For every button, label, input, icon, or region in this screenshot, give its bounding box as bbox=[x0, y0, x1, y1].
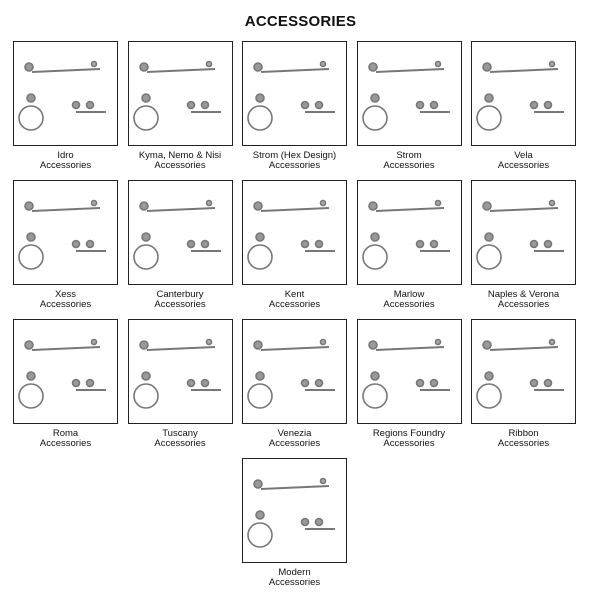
accessory-set-icon bbox=[132, 60, 221, 131]
collection-tile-tuscany[interactable]: Tuscany Accessories bbox=[127, 319, 233, 458]
collection-label: Xess Accessories bbox=[40, 290, 91, 310]
product-image bbox=[471, 41, 576, 146]
accessory-set-icon bbox=[132, 199, 221, 270]
collection-suffix: Accessories bbox=[383, 299, 435, 310]
collection-suffix: Accessories bbox=[154, 299, 206, 310]
collection-name: Strom (Hex Design) bbox=[252, 150, 337, 161]
collection-suffix: Accessories bbox=[497, 160, 550, 171]
collection-tile-regions-foundry[interactable]: Regions Foundry Accessories bbox=[356, 319, 462, 458]
accessory-set-icon bbox=[18, 199, 106, 270]
collection-label: Idro Accessories bbox=[40, 151, 91, 171]
collection-tile-vela[interactable]: Vela Accessories bbox=[471, 41, 576, 180]
collection-tile-ribbon[interactable]: Ribbon Accessories bbox=[471, 319, 576, 458]
accessory-set-icon bbox=[361, 60, 450, 131]
collection-name: Modern bbox=[278, 567, 311, 578]
page-title: ACCESSORIES bbox=[244, 13, 357, 30]
accessory-set-icon bbox=[476, 60, 564, 131]
product-image bbox=[242, 458, 347, 563]
collection-tile-kent[interactable]: Kent Accessories bbox=[242, 180, 347, 319]
accessory-set-icon bbox=[476, 338, 564, 409]
collection-tile-strom-hex-design[interactable]: Strom (Hex Design) Accessories bbox=[242, 41, 347, 180]
collection-tile-venezia[interactable]: Venezia Accessories bbox=[242, 319, 347, 458]
accessory-set-icon bbox=[247, 199, 335, 270]
collection-suffix: Accessories bbox=[39, 438, 92, 449]
collection-name: Kyma, Nemo & Nisi bbox=[138, 150, 222, 161]
collection-name: Ribbon bbox=[508, 428, 539, 439]
product-image bbox=[356, 180, 462, 285]
collection-tile-strom[interactable]: Strom Accessories bbox=[356, 41, 462, 180]
product-image bbox=[242, 180, 347, 285]
accessory-set-icon bbox=[361, 338, 450, 409]
collection-suffix: Accessories bbox=[268, 160, 321, 171]
product-image bbox=[13, 41, 118, 146]
collection-name: Tuscany bbox=[162, 428, 198, 439]
accessory-set-icon bbox=[18, 338, 106, 409]
collection-label: Vela Accessories bbox=[498, 151, 549, 171]
collection-suffix: Accessories bbox=[497, 299, 550, 310]
collection-suffix: Accessories bbox=[268, 299, 321, 310]
collection-tile-roma[interactable]: Roma Accessories bbox=[13, 319, 118, 458]
product-image bbox=[13, 180, 118, 285]
collection-suffix: Accessories bbox=[154, 438, 206, 449]
product-image bbox=[13, 319, 118, 424]
product-image bbox=[471, 319, 576, 424]
collection-name: Roma bbox=[52, 428, 79, 439]
accessory-set-icon bbox=[361, 199, 450, 270]
accessory-set-icon bbox=[132, 338, 221, 409]
collection-name: Vela bbox=[514, 150, 533, 161]
collection-name: Marlow bbox=[393, 289, 425, 300]
collection-label: Modern Accessories bbox=[269, 568, 320, 588]
product-image bbox=[127, 319, 233, 424]
collection-grid: Idro Accessories Kyma, Nemo & Nisi Acce bbox=[13, 41, 583, 597]
collection-name: Kent bbox=[284, 289, 305, 300]
product-image bbox=[242, 41, 347, 146]
collection-label: Canterbury Accessories bbox=[154, 290, 205, 310]
collection-name: Venezia bbox=[277, 428, 312, 439]
product-image bbox=[356, 319, 462, 424]
collection-tile-xess[interactable]: Xess Accessories bbox=[13, 180, 118, 319]
collection-suffix: Accessories bbox=[154, 160, 206, 171]
collection-suffix: Accessories bbox=[497, 438, 550, 449]
collection-name: Naples & Verona bbox=[487, 289, 560, 300]
collection-tile-idro[interactable]: Idro Accessories bbox=[13, 41, 118, 180]
product-image bbox=[242, 319, 347, 424]
collection-label: Kent Accessories bbox=[269, 290, 320, 310]
collection-label: Venezia Accessories bbox=[269, 429, 320, 449]
product-image bbox=[127, 180, 233, 285]
product-image bbox=[127, 41, 233, 146]
collection-suffix: Accessories bbox=[268, 577, 321, 588]
collection-suffix: Accessories bbox=[383, 438, 435, 449]
collection-label: Ribbon Accessories bbox=[498, 429, 549, 449]
collection-name: Strom bbox=[396, 150, 422, 161]
collection-label: Marlow Accessories bbox=[383, 290, 434, 310]
collection-name: Xess bbox=[54, 289, 77, 300]
collection-label: Tuscany Accessories bbox=[154, 429, 205, 449]
collection-tile-modern[interactable]: Modern Accessories bbox=[242, 458, 347, 597]
collection-tile-marlow[interactable]: Marlow Accessories bbox=[356, 180, 462, 319]
collection-tile-naples-verona[interactable]: Naples & Verona Accessories bbox=[471, 180, 576, 319]
collection-label: Kyma, Nemo & Nisi Accessories bbox=[139, 151, 221, 171]
collection-label: Strom Accessories bbox=[383, 151, 434, 171]
collection-suffix: Accessories bbox=[39, 160, 92, 171]
accessory-set-icon bbox=[18, 60, 106, 131]
product-image bbox=[471, 180, 576, 285]
collection-label: Regions Foundry Accessories bbox=[373, 429, 445, 449]
accessory-set-icon bbox=[476, 199, 564, 270]
collection-tile-kyma-nemo-nisi[interactable]: Kyma, Nemo & Nisi Accessories bbox=[127, 41, 233, 180]
accessory-set-icon bbox=[247, 477, 335, 548]
collection-label: Roma Accessories bbox=[40, 429, 91, 449]
accessory-set-icon bbox=[247, 60, 335, 131]
collection-label: Strom (Hex Design) Accessories bbox=[253, 151, 336, 171]
collection-tile-canterbury[interactable]: Canterbury Accessories bbox=[127, 180, 233, 319]
accessory-set-icon bbox=[247, 338, 335, 409]
collection-suffix: Accessories bbox=[39, 299, 92, 310]
collection-name: Idro bbox=[57, 150, 74, 161]
product-image bbox=[356, 41, 462, 146]
collection-suffix: Accessories bbox=[268, 438, 321, 449]
collection-label: Naples & Verona Accessories bbox=[488, 290, 559, 310]
collection-name: Regions Foundry bbox=[372, 428, 446, 439]
collection-name: Canterbury bbox=[156, 289, 204, 300]
collection-suffix: Accessories bbox=[383, 160, 435, 171]
